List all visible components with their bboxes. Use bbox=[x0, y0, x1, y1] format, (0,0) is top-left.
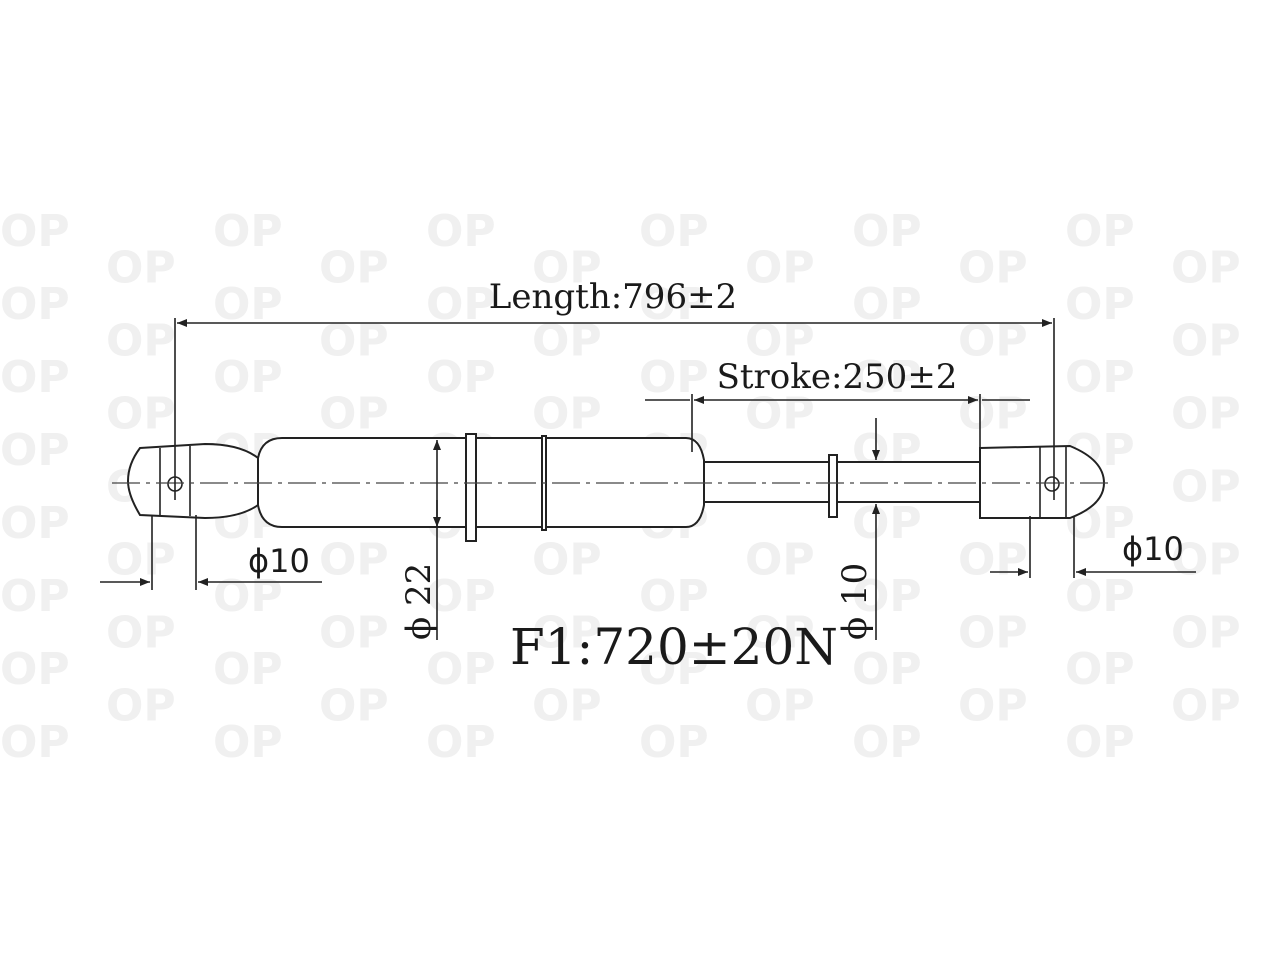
watermark-text: OP bbox=[0, 425, 70, 476]
watermark-text: OP bbox=[319, 389, 389, 440]
right-eye-hole bbox=[1044, 476, 1060, 492]
watermark-text: OP bbox=[1278, 425, 1280, 476]
watermark-text: OP bbox=[852, 498, 922, 549]
watermark-text: OP bbox=[852, 571, 922, 622]
left-eye-dia-label: ϕ10 bbox=[248, 542, 310, 580]
watermark-text: OP bbox=[1278, 717, 1280, 768]
rod-diameter-dim: ϕ 10 bbox=[835, 418, 880, 640]
watermark-text: OP bbox=[532, 681, 602, 732]
force-label: F1:720±20N bbox=[510, 618, 838, 676]
rod-dia-label: ϕ 10 bbox=[835, 563, 875, 640]
watermark-text: OP bbox=[426, 352, 496, 403]
watermark-text: OP bbox=[426, 644, 496, 695]
watermark-text: OP bbox=[1065, 206, 1135, 257]
watermark-text: OP bbox=[1065, 352, 1135, 403]
watermark-text: OP bbox=[106, 608, 176, 659]
watermark-text: OP bbox=[1278, 498, 1280, 549]
watermark-text: OP bbox=[958, 535, 1028, 586]
watermark-text: OP bbox=[106, 681, 176, 732]
watermark-text: OP bbox=[958, 608, 1028, 659]
watermark-text: OP bbox=[1171, 681, 1241, 732]
watermark-text: OP bbox=[106, 535, 176, 586]
stroke-dimension: Stroke:250±2 bbox=[645, 357, 1030, 452]
watermark-text: OP bbox=[1065, 717, 1135, 768]
watermark-text: OP bbox=[0, 352, 70, 403]
length-label: Length:796±2 bbox=[489, 277, 737, 317]
watermark-text: OP bbox=[852, 644, 922, 695]
watermark-text: OP bbox=[532, 243, 602, 294]
rod-collar bbox=[828, 454, 838, 518]
watermark-text: OP bbox=[213, 206, 283, 257]
watermark-text: OP bbox=[1171, 608, 1241, 659]
watermark-text: OP bbox=[1278, 206, 1280, 257]
stroke-label: Stroke:250±2 bbox=[717, 357, 958, 397]
watermark-text: OP bbox=[0, 571, 70, 622]
watermark-text: OP bbox=[1065, 571, 1135, 622]
watermark-text: OP bbox=[0, 279, 70, 330]
watermark-text: OP bbox=[319, 535, 389, 586]
watermark-text: OP bbox=[213, 717, 283, 768]
tube-ring-left bbox=[465, 433, 477, 542]
length-dimension: Length:796±2 bbox=[174, 277, 1055, 500]
watermark-text: OP bbox=[1171, 389, 1241, 440]
watermark-text: OP bbox=[0, 206, 70, 257]
right-eye-fitting bbox=[979, 444, 1106, 519]
right-eye-diameter-dim: ϕ10 bbox=[990, 516, 1196, 578]
watermark-text: OP bbox=[213, 644, 283, 695]
watermark-text: OP bbox=[1065, 644, 1135, 695]
watermark-text: OP bbox=[0, 498, 70, 549]
watermark-text: OP bbox=[958, 681, 1028, 732]
watermark-text: OP bbox=[1278, 644, 1280, 695]
watermark-text: OP bbox=[532, 389, 602, 440]
watermark-text: OP bbox=[1171, 316, 1241, 367]
watermark-text: OP bbox=[1171, 243, 1241, 294]
watermark-text: OP bbox=[639, 352, 709, 403]
watermark-text: OP bbox=[852, 206, 922, 257]
watermark-text: OP bbox=[1278, 352, 1280, 403]
watermark-text: OP bbox=[426, 206, 496, 257]
piston-rod bbox=[703, 461, 981, 503]
watermark-text: OP bbox=[213, 571, 283, 622]
watermark-text: OP bbox=[852, 717, 922, 768]
watermark-text: OP bbox=[1278, 279, 1280, 330]
watermark-text: OP bbox=[1171, 462, 1241, 513]
watermark-text: OP bbox=[319, 681, 389, 732]
watermark-text: OP bbox=[958, 389, 1028, 440]
watermark-text: OP bbox=[532, 535, 602, 586]
watermark-text: OP bbox=[106, 316, 176, 367]
watermark-text: OP bbox=[958, 243, 1028, 294]
watermark-text: OP bbox=[1278, 571, 1280, 622]
watermark-text: OP bbox=[1065, 279, 1135, 330]
watermark-text: OP bbox=[745, 608, 815, 659]
watermark-text: OP bbox=[319, 608, 389, 659]
watermark-text: OP bbox=[852, 352, 922, 403]
watermark-text: OP bbox=[0, 644, 70, 695]
left-eye-diameter-dim: ϕ10 bbox=[100, 515, 322, 590]
watermark-text: OP bbox=[532, 608, 602, 659]
watermark-text: OP bbox=[745, 243, 815, 294]
watermark-text: OP bbox=[639, 206, 709, 257]
watermark-text: OP bbox=[0, 717, 70, 768]
watermark-text: OP bbox=[1171, 535, 1241, 586]
watermark-text: OP bbox=[213, 352, 283, 403]
tube-diameter-dim: ϕ 22 bbox=[399, 440, 441, 640]
watermark-text: OP bbox=[319, 243, 389, 294]
right-eye-dia-label: ϕ10 bbox=[1122, 530, 1184, 568]
watermark-text: OP bbox=[639, 717, 709, 768]
watermark-text: OP bbox=[639, 644, 709, 695]
watermark-text: OP bbox=[106, 243, 176, 294]
watermark-text: OP bbox=[745, 681, 815, 732]
watermark-text: OP bbox=[106, 389, 176, 440]
tube-dia-label: ϕ 22 bbox=[399, 563, 439, 640]
watermark-text: OP bbox=[426, 717, 496, 768]
watermark-text: OP bbox=[639, 571, 709, 622]
gas-strut bbox=[112, 433, 1110, 542]
left-eye-fitting bbox=[126, 442, 259, 520]
watermark-text: OP bbox=[745, 535, 815, 586]
